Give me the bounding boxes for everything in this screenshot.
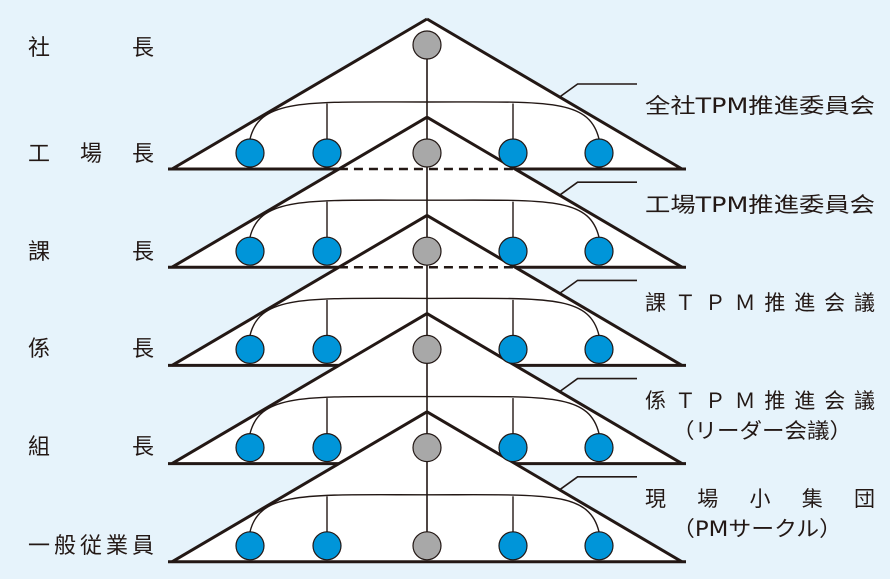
member-node [312,236,342,266]
tier-edge [426,312,683,465]
meeting-label: 現 場 小 集 団 [645,487,875,511]
member-node [584,236,614,266]
meeting-label: 全社TPM推進委員会 [645,94,875,118]
meeting-arc [249,199,600,238]
leader-node [412,531,442,561]
meeting-arc [249,494,600,532]
role-label: 課 長 [28,240,154,265]
callout-line [559,83,637,98]
meeting-sublabel: （リーダー会議） [672,419,852,443]
member-node [312,138,342,168]
callout-line [559,279,637,295]
tier-edge [426,214,683,367]
meeting-arc [249,101,600,140]
member-node [498,236,528,266]
member-node [584,334,614,364]
tier-edge [426,115,683,269]
member-node [312,433,342,463]
role-label: 工 場 長 [28,142,154,167]
meeting-arc [249,395,600,434]
pyramid-shapes [168,17,686,564]
leader-node [412,334,442,364]
role-label: 社 長 [28,36,154,61]
meeting-labels: 全社TPM推進委員会 工場TPM推進委員会 課ＴＰＭ推進会議 係ＴＰＭ推進会議 … [645,94,875,541]
president-node [412,30,442,60]
member-node [312,531,342,561]
meeting-arc [249,297,600,336]
member-node [584,138,614,168]
meeting-label: 係ＴＰＭ推進会議 [645,389,875,413]
role-label: 一般従業員 [28,534,154,559]
member-node [584,433,614,463]
tier-edge [426,410,683,564]
member-node [498,334,528,364]
tier-edge [426,17,683,171]
leader-node [412,433,442,463]
role-label: 係 長 [28,337,154,362]
tier-edge [171,214,428,367]
meeting-label: 工場TPM推進委員会 [645,193,875,217]
tier-edge [171,312,428,465]
member-node [498,433,528,463]
member-node [498,531,528,561]
role-label: 組 長 [28,435,154,460]
tier-edge [171,17,428,171]
member-node [498,138,528,168]
member-node [235,334,265,364]
leader-node [412,236,442,266]
member-node [235,138,265,168]
callout-line [559,377,637,393]
tier-edge [171,115,428,269]
meeting-label: 課ＴＰＭ推進会議 [645,291,875,315]
callout-line [559,181,637,196]
callout-line [559,475,637,491]
member-node [584,531,614,561]
tier-edge [171,410,428,564]
member-node [235,531,265,561]
role-labels: 社 長 工 場 長 課 長 係 長 組 長 一般従業員 [28,36,154,559]
meeting-sublabel: （PMサークル） [672,517,842,541]
member-node [235,433,265,463]
member-node [312,334,342,364]
leader-node [412,138,442,168]
member-node [235,236,265,266]
